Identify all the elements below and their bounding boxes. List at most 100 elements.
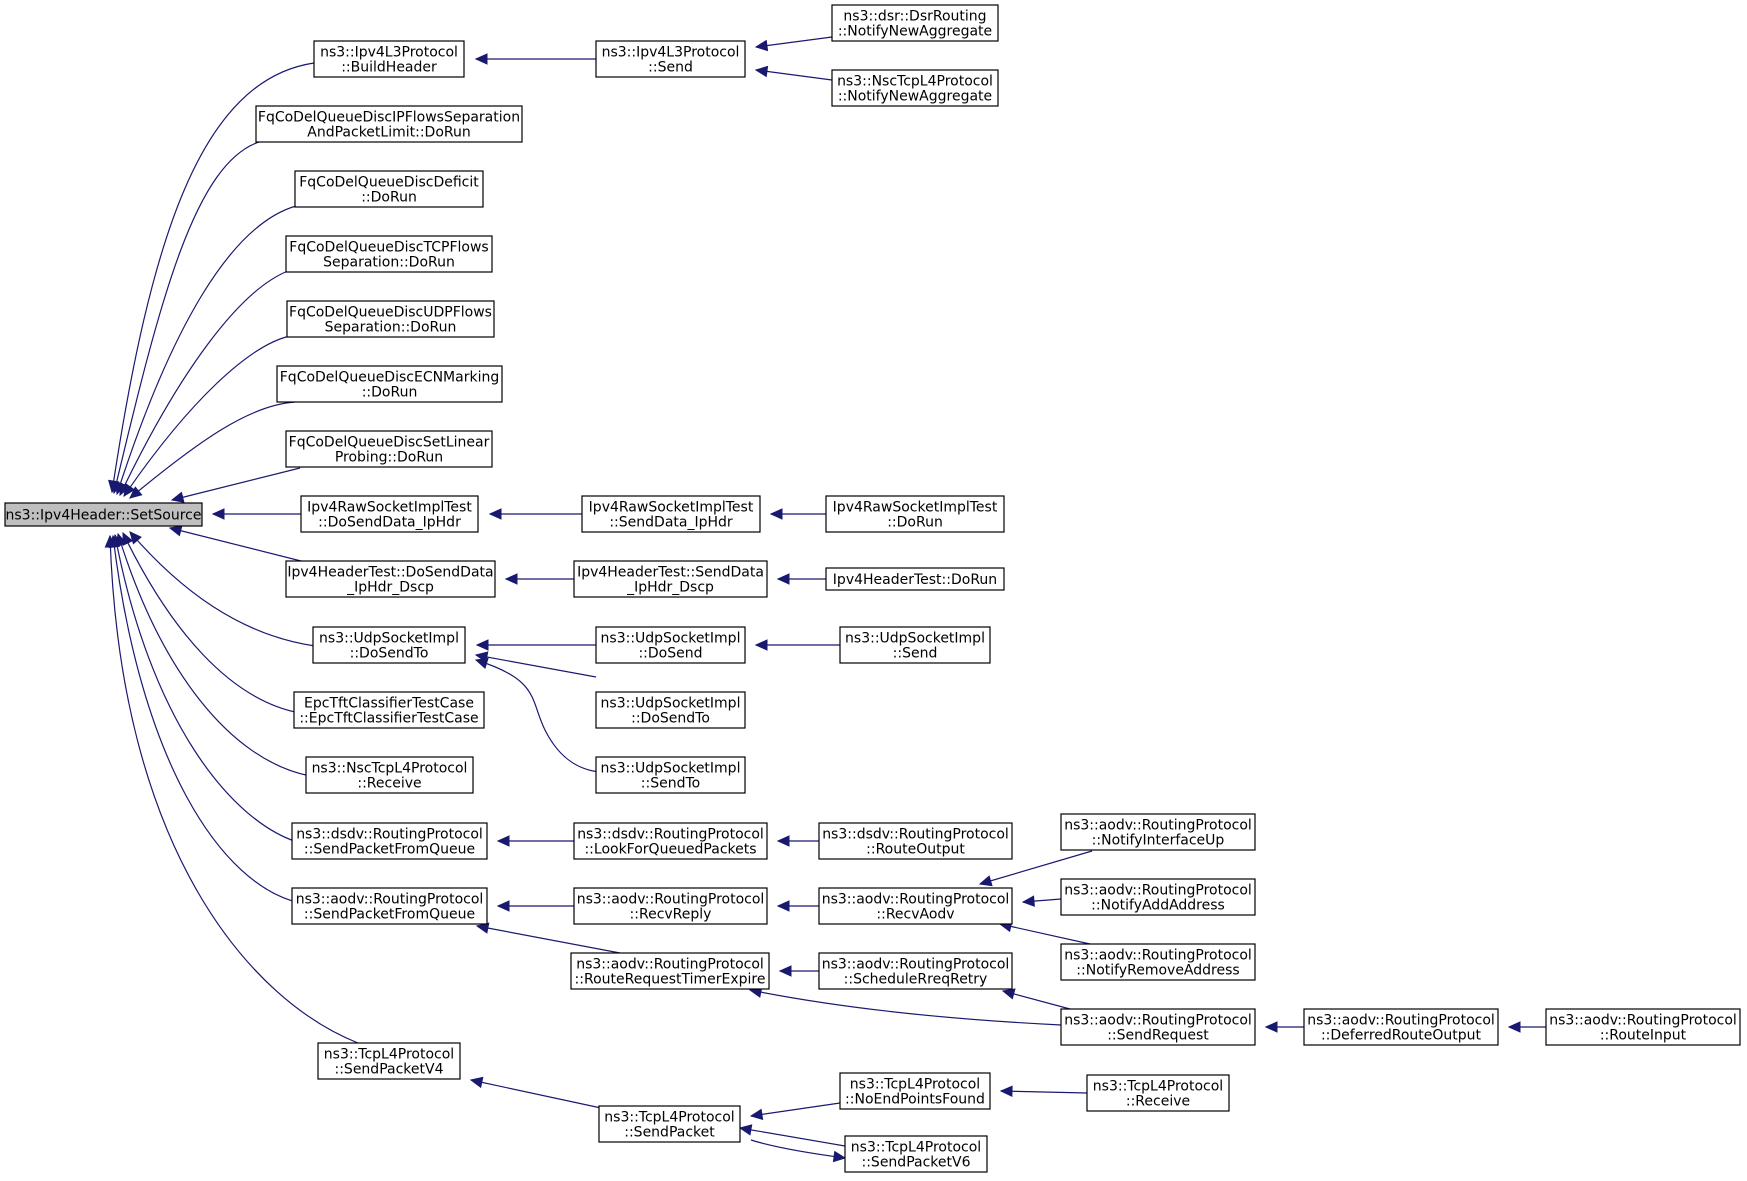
node-box-dsdv2[interactable] (573, 822, 768, 860)
node-box-dsdv1[interactable] (291, 822, 488, 860)
node-box-nscr[interactable] (305, 756, 474, 794)
node-label-udpst-1: ::SendTo (641, 776, 700, 792)
node-box-ht3[interactable] (825, 567, 1005, 591)
node-bh[interactable]: ns3::Ipv4L3Protocol::BuildHeader (313, 40, 465, 78)
node-box-nadd[interactable] (1060, 878, 1256, 916)
node-fq5[interactable]: FqCoDelQueueDiscECNMarking::DoRun (276, 365, 503, 403)
node-label-dsdv3-1: ::RouteOutput (866, 842, 965, 858)
node-box-dro[interactable] (1303, 1008, 1499, 1046)
node-sreq[interactable]: ns3::aodv::RoutingProtocol::SendRequest (1060, 1008, 1256, 1046)
node-tspv6[interactable]: ns3::TcpL4Protocol::SendPacketV6 (844, 1135, 988, 1173)
node-box-tsp[interactable] (598, 1105, 741, 1143)
node-box-rin[interactable] (1545, 1008, 1741, 1046)
node-box-srr[interactable] (818, 952, 1013, 990)
node-raw3[interactable]: Ipv4RawSocketImplTest::DoRun (825, 495, 1005, 533)
node-box-udp1[interactable] (312, 626, 466, 664)
node-box-bh[interactable] (313, 40, 465, 78)
node-ht1[interactable]: Ipv4HeaderTest::DoSendData_IpHdr_Dscp (285, 560, 496, 598)
node-root[interactable]: ns3::Ipv4Header::SetSource (4, 502, 203, 527)
node-box-fq3[interactable] (285, 235, 493, 273)
node-box-ht2[interactable] (573, 560, 768, 598)
node-udpds[interactable]: ns3::UdpSocketImpl::DoSend (595, 626, 746, 664)
node-box-dsrna[interactable] (831, 4, 999, 42)
node-box-udpds[interactable] (595, 626, 746, 664)
node-box-nepf[interactable] (839, 1072, 991, 1110)
node-dsdv3[interactable]: ns3::dsdv::RoutingProtocol::RouteOutput (818, 822, 1013, 860)
node-label-raw2-0: Ipv4RawSocketImplTest (589, 500, 754, 516)
node-nif[interactable]: ns3::aodv::RoutingProtocol::NotifyInterf… (1060, 813, 1256, 851)
node-box-raodv[interactable] (818, 887, 1013, 925)
node-box-nif[interactable] (1060, 813, 1256, 851)
node-box-fq4[interactable] (286, 300, 495, 338)
node-box-raw1[interactable] (300, 495, 479, 533)
node-box-nrem[interactable] (1060, 943, 1256, 981)
node-fq4[interactable]: FqCoDelQueueDiscUDPFlowsSeparation::DoRu… (286, 300, 495, 338)
node-udpsend[interactable]: ns3::UdpSocketImpl::Send (839, 626, 991, 664)
node-box-fq6[interactable] (285, 430, 493, 468)
node-raw2[interactable]: Ipv4RawSocketImplTest::SendData_IpHdr (581, 495, 761, 533)
arrowhead-rin-to-dro (1507, 1021, 1521, 1033)
node-nrem[interactable]: ns3::aodv::RoutingProtocol::NotifyRemove… (1060, 943, 1256, 981)
node-nscr[interactable]: ns3::NscTcpL4Protocol::Receive (305, 756, 474, 794)
node-box-trecv[interactable] (1086, 1074, 1230, 1112)
node-box-fq1[interactable] (255, 105, 523, 143)
node-srr[interactable]: ns3::aodv::RoutingProtocol::ScheduleRreq… (818, 952, 1013, 990)
node-label-sreq-1: ::SendRequest (1107, 1028, 1209, 1044)
node-box-tcpv4[interactable] (317, 1042, 461, 1080)
node-nadd[interactable]: ns3::aodv::RoutingProtocol::NotifyAddAdd… (1060, 878, 1256, 916)
edge-udpdst-to-udp1 (475, 654, 597, 678)
node-nepf[interactable]: ns3::TcpL4Protocol::NoEndPointsFound (839, 1072, 991, 1110)
node-box-epc[interactable] (293, 691, 485, 729)
node-dsrna[interactable]: ns3::dsr::DsrRouting::NotifyNewAggregate (831, 4, 999, 42)
node-fq3[interactable]: FqCoDelQueueDiscTCPFlowsSeparation::DoRu… (285, 235, 493, 273)
node-box-udpst[interactable] (595, 756, 746, 794)
edge-epc-to-root (122, 532, 301, 714)
node-rin[interactable]: ns3::aodv::RoutingProtocol::RouteInput (1545, 1008, 1741, 1046)
node-box-dsdv3[interactable] (818, 822, 1013, 860)
node-box-sreq[interactable] (1060, 1008, 1256, 1046)
node-fq1[interactable]: FqCoDelQueueDiscIPFlowsSeparationAndPack… (255, 105, 523, 143)
node-raodv[interactable]: ns3::aodv::RoutingProtocol::RecvAodv (818, 887, 1013, 925)
edge-fq2-to-root (116, 205, 297, 495)
node-box-fq5[interactable] (276, 365, 503, 403)
node-aodv1[interactable]: ns3::aodv::RoutingProtocol::SendPacketFr… (291, 887, 488, 925)
edge-fq3-to-root (119, 270, 289, 496)
node-send[interactable]: ns3::Ipv4L3Protocol::Send (595, 40, 746, 78)
node-dsdv1[interactable]: ns3::dsdv::RoutingProtocol::SendPacketFr… (291, 822, 488, 860)
node-box-udpdst[interactable] (595, 691, 746, 729)
node-raw1[interactable]: Ipv4RawSocketImplTest::DoSendData_IpHdr (300, 495, 479, 533)
node-nscna[interactable]: ns3::NscTcpL4Protocol::NotifyNewAggregat… (831, 69, 999, 107)
node-box-rrte[interactable] (570, 952, 770, 990)
node-udpdst[interactable]: ns3::UdpSocketImpl::DoSendTo (595, 691, 746, 729)
node-label-raw3-0: Ipv4RawSocketImplTest (833, 500, 998, 516)
node-box-raw2[interactable] (581, 495, 761, 533)
node-epc[interactable]: EpcTftClassifierTestCase::EpcTftClassifi… (293, 691, 485, 729)
node-fq2[interactable]: FqCoDelQueueDiscDeficit::DoRun (294, 170, 484, 208)
node-udpst[interactable]: ns3::UdpSocketImpl::SendTo (595, 756, 746, 794)
node-tcpv4[interactable]: ns3::TcpL4Protocol::SendPacketV4 (317, 1042, 461, 1080)
node-box-rrep[interactable] (573, 887, 768, 925)
node-label-raw1-1: ::DoSendData_IpHdr (318, 515, 461, 531)
node-label-fq6-0: FqCoDelQueueDiscSetLinear (289, 435, 490, 451)
node-dsdv2[interactable]: ns3::dsdv::RoutingProtocol::LookForQueue… (573, 822, 768, 860)
node-ht2[interactable]: Ipv4HeaderTest::SendData_IpHdr_Dscp (573, 560, 768, 598)
node-label-udpds-0: ns3::UdpSocketImpl (601, 631, 741, 647)
node-box-aodv1[interactable] (291, 887, 488, 925)
arrowhead-nif-to-raodv (978, 875, 993, 887)
node-box-ht1[interactable] (285, 560, 496, 598)
node-box-tspv6[interactable] (844, 1135, 988, 1173)
node-trecv[interactable]: ns3::TcpL4Protocol::Receive (1086, 1074, 1230, 1112)
node-box-udpsend[interactable] (839, 626, 991, 664)
node-ht3[interactable]: Ipv4HeaderTest::DoRun (825, 567, 1005, 591)
node-rrte[interactable]: ns3::aodv::RoutingProtocol::RouteRequest… (570, 952, 770, 990)
node-tsp[interactable]: ns3::TcpL4Protocol::SendPacket (598, 1105, 741, 1143)
node-box-fq2[interactable] (294, 170, 484, 208)
node-udp1[interactable]: ns3::UdpSocketImpl::DoSendTo (312, 626, 466, 664)
node-rrep[interactable]: ns3::aodv::RoutingProtocol::RecvReply (573, 887, 768, 925)
node-box-root[interactable] (4, 502, 203, 527)
node-box-raw3[interactable] (825, 495, 1005, 533)
node-box-nscna[interactable] (831, 69, 999, 107)
node-dro[interactable]: ns3::aodv::RoutingProtocol::DeferredRout… (1303, 1008, 1499, 1046)
node-box-send[interactable] (595, 40, 746, 78)
